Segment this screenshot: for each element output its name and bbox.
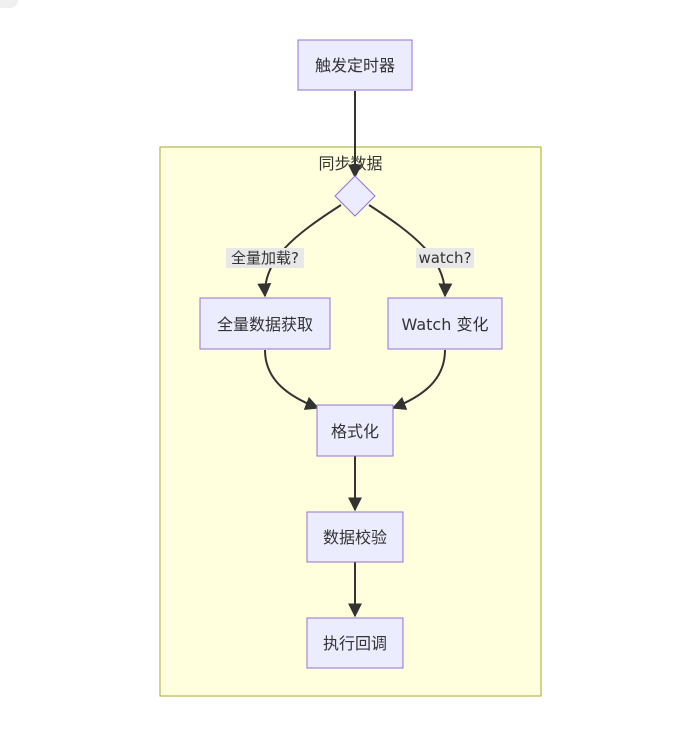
watch-edge-label: watch? — [418, 249, 471, 267]
callback-node: 执行回调 — [306, 617, 404, 669]
full-load-edge-label: 全量加载? — [231, 249, 299, 267]
full-fetch-node-label: 全量数据获取 — [217, 315, 313, 334]
edge-full-fetch-to-format — [264, 349, 320, 410]
full-fetch-node: 全量数据获取 — [199, 297, 331, 350]
edge-decision-to-watch-change — [368, 204, 453, 298]
watch-change-node-label: Watch 变化 — [402, 315, 489, 334]
sync-data-cluster-label: 同步数据 — [318, 154, 382, 173]
decision-node — [334, 175, 376, 217]
validate-node-label: 数据校验 — [323, 528, 387, 547]
watch-edge-label-background — [416, 248, 474, 268]
full-load-edge-label-background — [226, 248, 304, 268]
format-node: 格式化 — [316, 404, 394, 457]
edge-watch-change-to-format — [391, 349, 446, 410]
edge-decision-to-full-fetch — [257, 204, 342, 298]
format-node-label: 格式化 — [331, 422, 379, 441]
corner-artifact — [0, 0, 18, 8]
validate-node: 数据校验 — [306, 511, 404, 563]
trigger-node-label: 触发定时器 — [315, 56, 395, 75]
trigger-node: 触发定时器 — [297, 39, 413, 91]
callback-node-label: 执行回调 — [323, 634, 387, 653]
watch-change-node: Watch 变化 — [387, 297, 503, 350]
